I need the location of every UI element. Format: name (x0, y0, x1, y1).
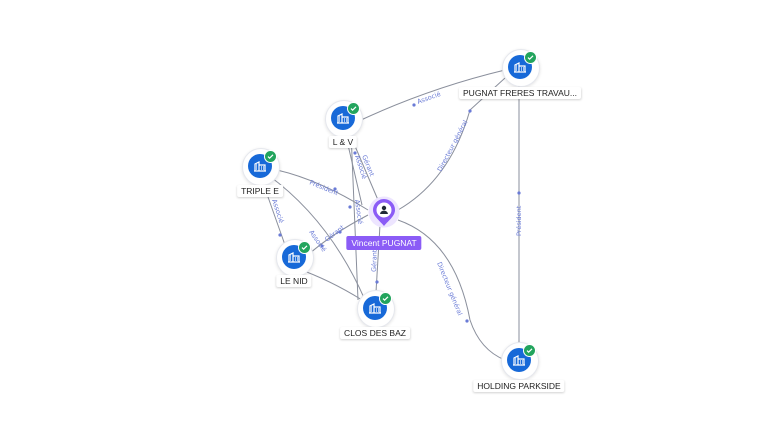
verified-check-icon (379, 292, 392, 305)
building-icon (513, 355, 525, 366)
verified-check-icon (523, 344, 536, 357)
building-icon (514, 62, 526, 73)
edge-label: Président (515, 205, 523, 236)
person-icon (380, 205, 388, 214)
verified-check-icon (524, 51, 537, 64)
person-node[interactable] (368, 196, 400, 228)
arrow-dot (333, 187, 337, 191)
company-node-pugnat[interactable] (502, 49, 540, 87)
verified-check-icon (264, 150, 277, 163)
edge-label: Gérant (323, 223, 346, 243)
company-label[interactable]: LE NID (276, 275, 312, 287)
arrow-dot (278, 233, 282, 237)
company-node-lv[interactable] (325, 100, 363, 138)
edge-person-pugnat (397, 77, 506, 211)
company-node-triple[interactable] (242, 148, 280, 186)
company-node-clos[interactable] (357, 290, 395, 328)
company-node-holding[interactable] (501, 342, 539, 380)
edge-label: Président (308, 178, 340, 197)
edge-label: Associé (270, 198, 285, 224)
verified-check-icon (298, 241, 311, 254)
arrow-dot (320, 244, 324, 248)
company-label[interactable]: L & V (328, 136, 358, 148)
company-label[interactable]: HOLDING PARKSIDE (473, 380, 565, 392)
building-icon (254, 161, 266, 172)
building-icon (337, 113, 349, 124)
arrow-dot (353, 151, 357, 155)
edge-label: Directeur général (435, 261, 464, 317)
arrow-dot (375, 280, 379, 284)
edge-label: Gérant (370, 249, 379, 272)
edge-lv-clos (350, 131, 359, 301)
company-label[interactable]: TRIPLE E (237, 185, 283, 197)
company-label[interactable]: CLOS DES BAZ (340, 327, 410, 339)
person-label[interactable]: Vincent PUGNAT (346, 236, 422, 250)
building-icon (288, 252, 300, 263)
edge-label: Associé (353, 199, 364, 224)
arrow-dot (468, 109, 472, 113)
company-node-lenid[interactable] (276, 239, 314, 277)
building-icon (369, 303, 381, 314)
company-label[interactable]: PUGNAT FRERES TRAVAU... (459, 87, 581, 99)
arrow-dot (412, 103, 416, 107)
arrow-dot (348, 205, 352, 209)
arrow-dot (517, 191, 521, 195)
edge-lv-pugnat (360, 69, 506, 121)
arrow-dot (465, 319, 469, 323)
edge-label: Directeur général (436, 119, 470, 173)
edge-triple-person (276, 169, 369, 211)
edge-person-holding (397, 219, 506, 361)
verified-check-icon (347, 102, 360, 115)
arrow-dot (338, 230, 342, 234)
